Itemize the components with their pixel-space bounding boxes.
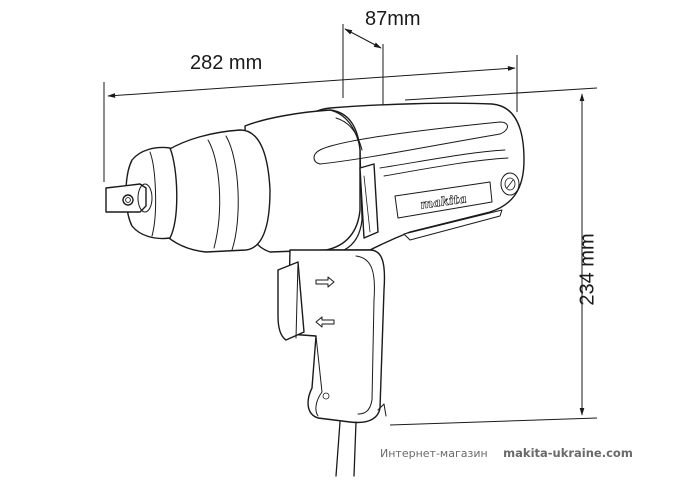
direction-arrows (315, 276, 335, 328)
store-site-link[interactable]: makita-ukraine.com (503, 446, 633, 460)
length-dimension-label: 282 mm (190, 52, 263, 74)
store-label: Интернет-магазин (380, 447, 488, 460)
dimension-lines (103, 24, 598, 426)
handle (287, 249, 386, 424)
tool-outline (105, 102, 525, 477)
anvil-housing (161, 129, 271, 253)
depth-dimension-line (344, 28, 382, 49)
height-extension-bottom (389, 417, 598, 426)
store-footer: Интернет-магазин makita-ukraine.com (380, 446, 633, 460)
power-cord (335, 421, 357, 477)
height-dimension-label: 234 mm (576, 233, 599, 306)
forward-arrow-icon (315, 276, 335, 288)
height-extension-top (404, 87, 598, 101)
reverse-arrow-icon (315, 316, 335, 328)
depth-dimension-label: 87mm (365, 8, 421, 30)
vent-slot (359, 163, 379, 239)
makita-logo: makita (419, 191, 467, 211)
length-dimension-line (107, 66, 516, 98)
logo-plate (394, 181, 493, 219)
